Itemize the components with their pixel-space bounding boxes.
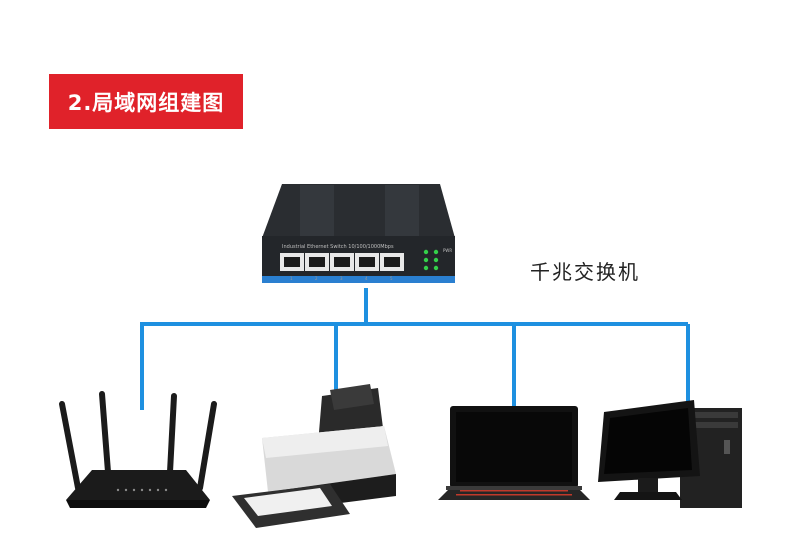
desktop-pc-icon [598,400,742,508]
switch-panel-text: Industrial Ethernet Switch 10/100/1000Mb… [282,244,394,250]
port-number: 4 [365,276,368,281]
switch-led-text: PWR [443,248,452,253]
switch-label: 千兆交换机 [530,260,640,284]
port-number: 2 [315,276,318,281]
router-icon [59,391,217,508]
switch-leds [423,249,439,271]
switch-icon: Industrial Ethernet Switch 10/100/1000Mb… [262,184,455,283]
printer-icon [232,384,396,528]
network-links [140,288,690,410]
port-number: 5 [390,276,393,281]
switch-port-numbers: 1 2 3 4 5 [290,276,393,281]
port-number: 3 [340,276,343,281]
port-number: 1 [290,276,293,281]
laptop-icon [438,406,590,500]
page-title: 2.局域网组建图 [49,74,243,129]
